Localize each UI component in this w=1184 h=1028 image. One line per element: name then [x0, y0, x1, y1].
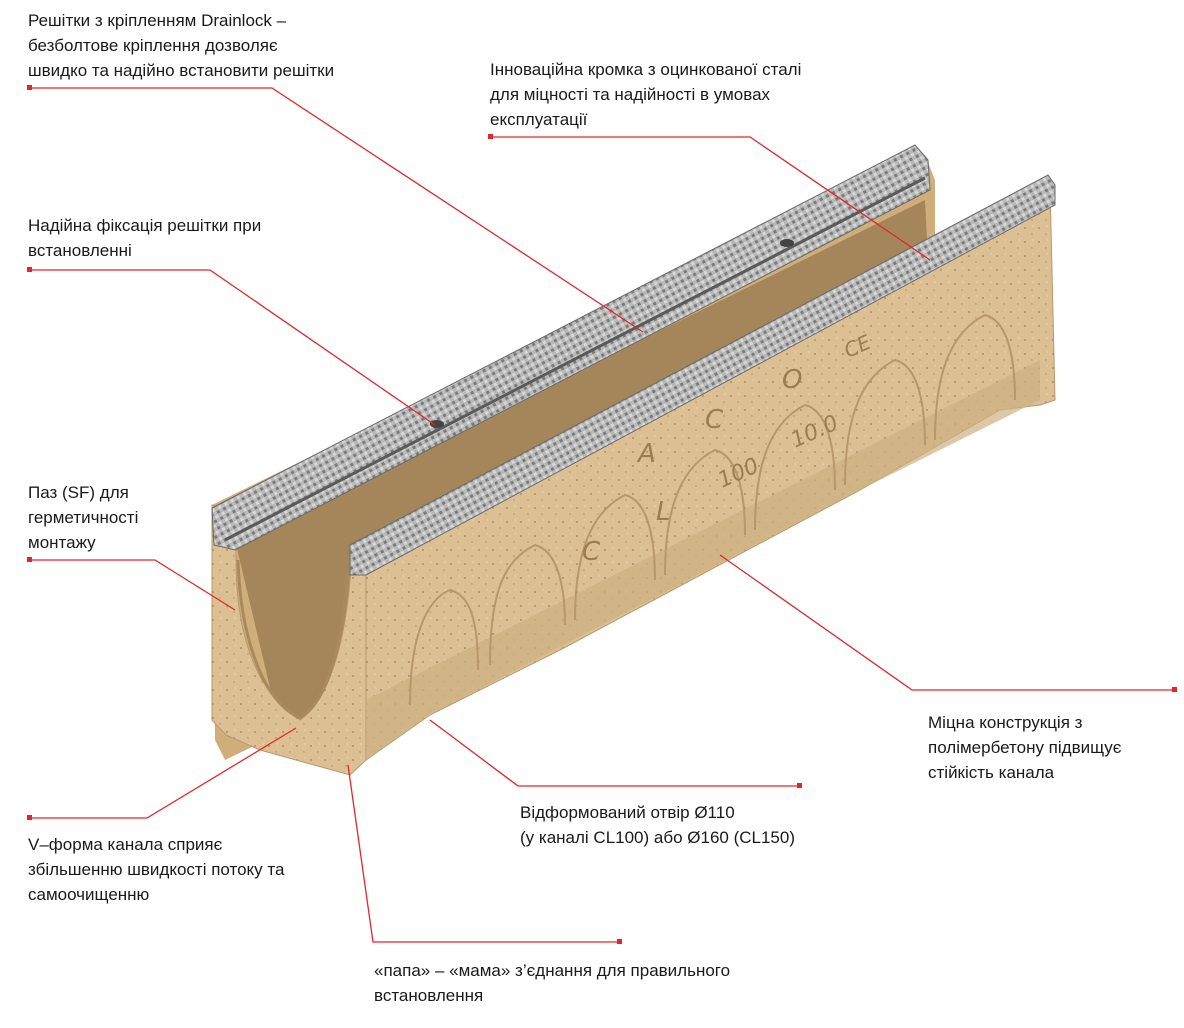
drainlock-clip-2 — [780, 239, 794, 247]
leader-lines — [30, 87, 1175, 943]
leader-drainlock — [30, 87, 644, 333]
leader-v-shape — [30, 727, 297, 819]
leader-endpoints — [27, 85, 1177, 944]
leader-grate-fixing — [30, 269, 436, 426]
endpoint-v-shape — [27, 815, 32, 820]
leader-outlet-hole — [429, 719, 800, 787]
leader-polymer-concrete — [719, 554, 1175, 691]
leader-galvanized-edge — [491, 136, 931, 261]
callout-outlet-hole: Відформований отвір Ø110 (у каналі CL100… — [520, 803, 795, 847]
brand-letter-o: O — [782, 365, 802, 395]
endpoint-galvanized-edge — [488, 134, 493, 139]
front-steel-edge — [349, 174, 1056, 576]
callout-sf-groove: Паз (SF) для герметичності монтажу — [28, 483, 139, 552]
model-letter-l: L — [656, 497, 671, 527]
brand-letter-c: C — [705, 405, 724, 435]
callout-galvanized-edge: Інноваційна кромка з оцинкованої сталі д… — [490, 60, 802, 129]
endpoint-outlet-hole — [797, 783, 802, 788]
callout-drainlock: Решітки з кріпленням Drainlock – безболт… — [28, 11, 335, 80]
channel-markings: A C O C L 100 10.0 CE — [582, 330, 875, 567]
endpoint-polymer-concrete — [1172, 687, 1177, 692]
endpoint-male-female — [617, 939, 622, 944]
v-shape-trough — [236, 559, 350, 720]
galvanized-steel-edges — [211, 144, 1056, 576]
brand-letter-a: A — [636, 439, 656, 469]
leader-sf-groove — [30, 559, 236, 611]
back-steel-edge — [211, 144, 931, 551]
callout-grate-fixing: Надійна фіксація решітки при встановленн… — [28, 216, 262, 260]
endpoint-sf-groove — [27, 557, 32, 562]
endpoint-drainlock — [27, 85, 32, 90]
callout-male-female: «папа» – «мама» з’єднання для правильног… — [374, 961, 731, 1005]
wall-ribs — [409, 313, 1016, 706]
base-ledge — [366, 360, 1040, 760]
callout-v-shape: V–форма канала сприяє збільшенню швидкос… — [28, 835, 285, 904]
model-letter-c: C — [582, 537, 601, 567]
callout-polymer-concrete: Міцна конструкція з полімербетону підвищ… — [928, 713, 1122, 782]
drainlock-groove — [224, 176, 926, 542]
endpoint-grate-fixing — [27, 267, 32, 272]
drainlock-clip-1 — [430, 420, 444, 428]
leader-male-female — [347, 764, 620, 943]
